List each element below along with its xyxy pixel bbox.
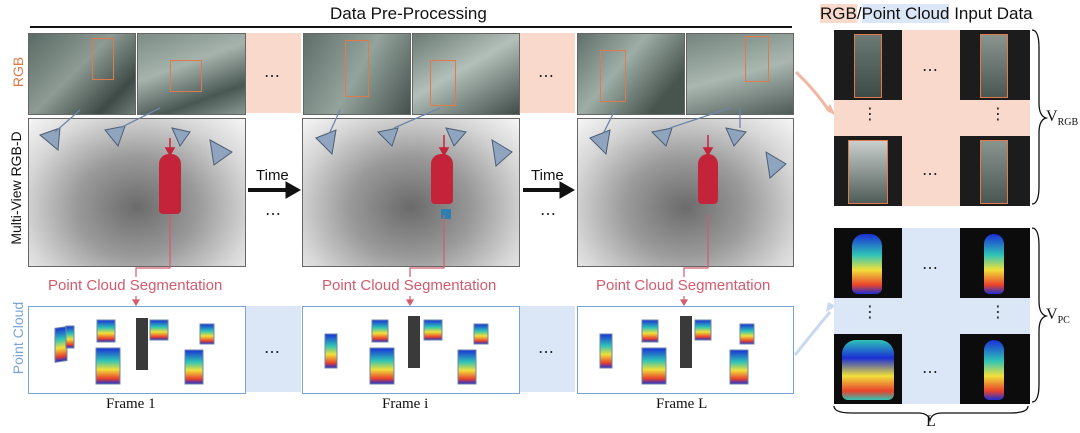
person-box <box>170 60 202 92</box>
rgbd-frame-l <box>577 118 794 267</box>
segmentation-label: Point Cloud Segmentation <box>596 277 771 294</box>
slash: / <box>856 4 862 23</box>
time-ellipsis: … <box>540 200 556 219</box>
person-box <box>345 40 369 97</box>
time-ellipsis: … <box>265 200 281 219</box>
rgb-image <box>28 33 136 115</box>
rgb-image <box>137 33 246 115</box>
person-crop <box>980 140 1008 204</box>
pc-grid-ellipsis: … <box>922 254 938 273</box>
rgb-image <box>686 33 794 115</box>
camera-icon <box>376 127 399 147</box>
rgb-gap-1 <box>246 33 301 113</box>
rgb-input-tile <box>834 136 902 206</box>
person-crop <box>854 34 882 98</box>
l-label: L <box>926 413 936 430</box>
camera-icon <box>765 151 787 179</box>
pc-heatmap <box>842 340 894 400</box>
camera-icon <box>491 139 513 167</box>
pc-heatmap <box>984 234 1004 294</box>
person-crop <box>848 140 888 204</box>
time-label: Time <box>531 167 564 184</box>
rgb-input-tile <box>960 30 1030 100</box>
rgb-input-tile <box>960 136 1030 206</box>
frame-caption-l: Frame L <box>656 396 708 412</box>
input-data-title: RGB/Point Cloud Input Data <box>820 4 1033 24</box>
person-red <box>698 154 718 204</box>
person-box <box>745 36 769 82</box>
rgb-grid-vdots: ⋮ <box>862 104 878 123</box>
camera-icon <box>589 129 611 156</box>
title-underline <box>30 26 792 28</box>
pc-input-tile <box>960 334 1030 404</box>
l-brace <box>833 405 1029 423</box>
camera-icon <box>725 127 747 147</box>
rgb-brace <box>1031 29 1049 205</box>
camera-icon <box>104 125 126 148</box>
pc-title-part: Point Cloud <box>861 4 950 23</box>
v-rgb-sub: RGB <box>1057 117 1079 129</box>
pc-input-tile <box>834 228 902 298</box>
rgb-image <box>577 33 685 115</box>
camera-icon <box>171 127 191 148</box>
pc-input-tile <box>960 228 1030 298</box>
pc-grid-vdots: ⋮ <box>862 302 878 321</box>
time-label: Time <box>256 167 289 184</box>
rgb-grid-ellipsis: … <box>922 56 938 75</box>
pc-flow-arrow <box>793 311 832 356</box>
person-red <box>159 154 181 214</box>
pc-grid-vdots: ⋮ <box>990 302 1006 321</box>
frame-caption-i: Frame i <box>382 396 429 412</box>
input-data-rest: Input Data <box>949 4 1033 23</box>
segmentation-label: Point Cloud Segmentation <box>322 277 497 294</box>
frame-caption-1: Frame 1 <box>106 396 156 412</box>
pc-gap-2 <box>520 306 575 392</box>
rgbd-frame-1 <box>28 118 246 267</box>
v-pc-sub: PC <box>1057 315 1070 327</box>
rgb-image <box>303 33 411 115</box>
camera-icon <box>315 129 337 156</box>
person-blue <box>441 209 451 219</box>
rgb-ellipsis: … <box>538 62 554 81</box>
rgb-gap-2 <box>520 33 575 113</box>
pc-heatmap <box>852 234 882 294</box>
v-rgb-main: V <box>1046 108 1058 125</box>
person-crop <box>980 34 1008 98</box>
camera-icon <box>39 127 61 151</box>
v-rgb-label: VRGB <box>1046 108 1078 128</box>
person-box <box>600 50 626 102</box>
pc-input-tile <box>834 334 902 404</box>
rgbd-frame-i <box>302 118 520 267</box>
pc-gap-1 <box>246 306 301 392</box>
pc-brace <box>1031 227 1049 403</box>
diagram-title: Data Pre-Processing <box>330 4 487 23</box>
segmentation-label: Point Cloud Segmentation <box>48 277 223 294</box>
rgb-ellipsis: … <box>264 62 280 81</box>
camera-icon <box>650 127 673 147</box>
rgb-grid-vdots: ⋮ <box>990 104 1006 123</box>
rgb-title-part: RGB <box>820 4 857 23</box>
pc-ellipsis: … <box>264 338 280 357</box>
pc-ellipsis: … <box>538 338 554 357</box>
v-pc-main: V <box>1046 306 1058 323</box>
camera-icon <box>209 139 233 166</box>
pc-heatmap <box>984 340 1004 400</box>
person-box <box>430 60 456 106</box>
person-red <box>431 154 453 204</box>
person-box <box>92 38 114 80</box>
camera-icon <box>445 127 467 147</box>
rgb-input-tile <box>834 30 902 100</box>
v-pc-label: VPC <box>1046 306 1070 326</box>
rgb-grid-ellipsis: … <box>922 160 938 179</box>
pc-grid-ellipsis: … <box>922 358 938 377</box>
